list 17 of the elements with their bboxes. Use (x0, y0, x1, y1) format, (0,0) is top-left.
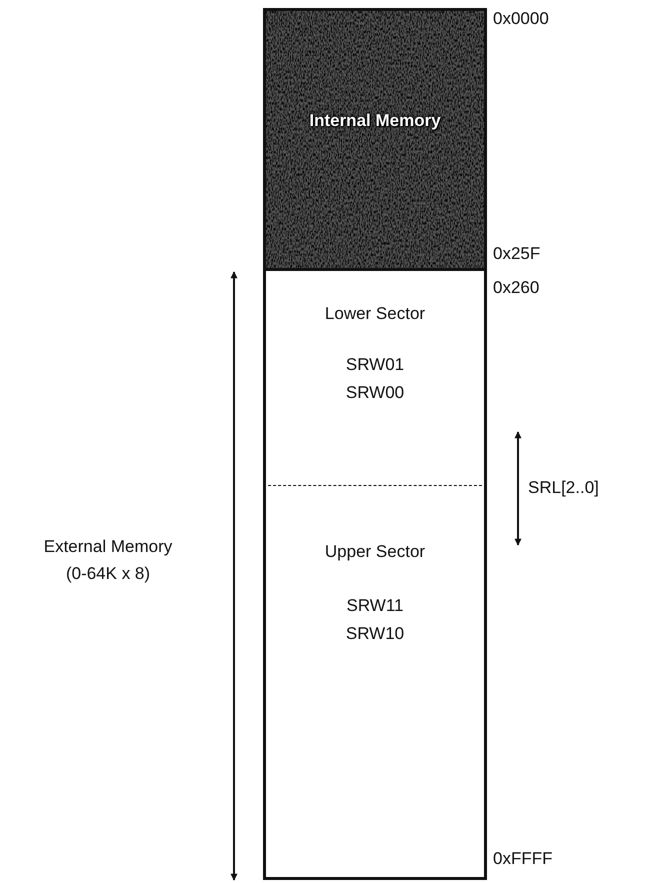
register-name: SRW01 (344, 355, 406, 375)
upper-sector-region (263, 485, 487, 880)
address-label: 0x260 (493, 278, 540, 298)
register-name: SRW10 (344, 624, 406, 644)
register-name: SRW00 (344, 383, 406, 403)
address-label: 0xFFFF (493, 849, 552, 869)
lower-sector-region (263, 271, 487, 486)
range-label: (0-64K x 8) (64, 564, 152, 584)
field-label: SRL[2..0] (528, 478, 599, 498)
region-title: Lower Sector (324, 304, 426, 324)
address-label: 0x25F (493, 244, 540, 264)
internal-memory-region (263, 8, 487, 271)
range-label: External Memory (42, 537, 174, 557)
region-title: Internal Memory (308, 111, 442, 131)
region-title: Upper Sector (324, 542, 426, 562)
register-name: SRW11 (345, 596, 404, 616)
address-label: 0x0000 (493, 9, 549, 29)
